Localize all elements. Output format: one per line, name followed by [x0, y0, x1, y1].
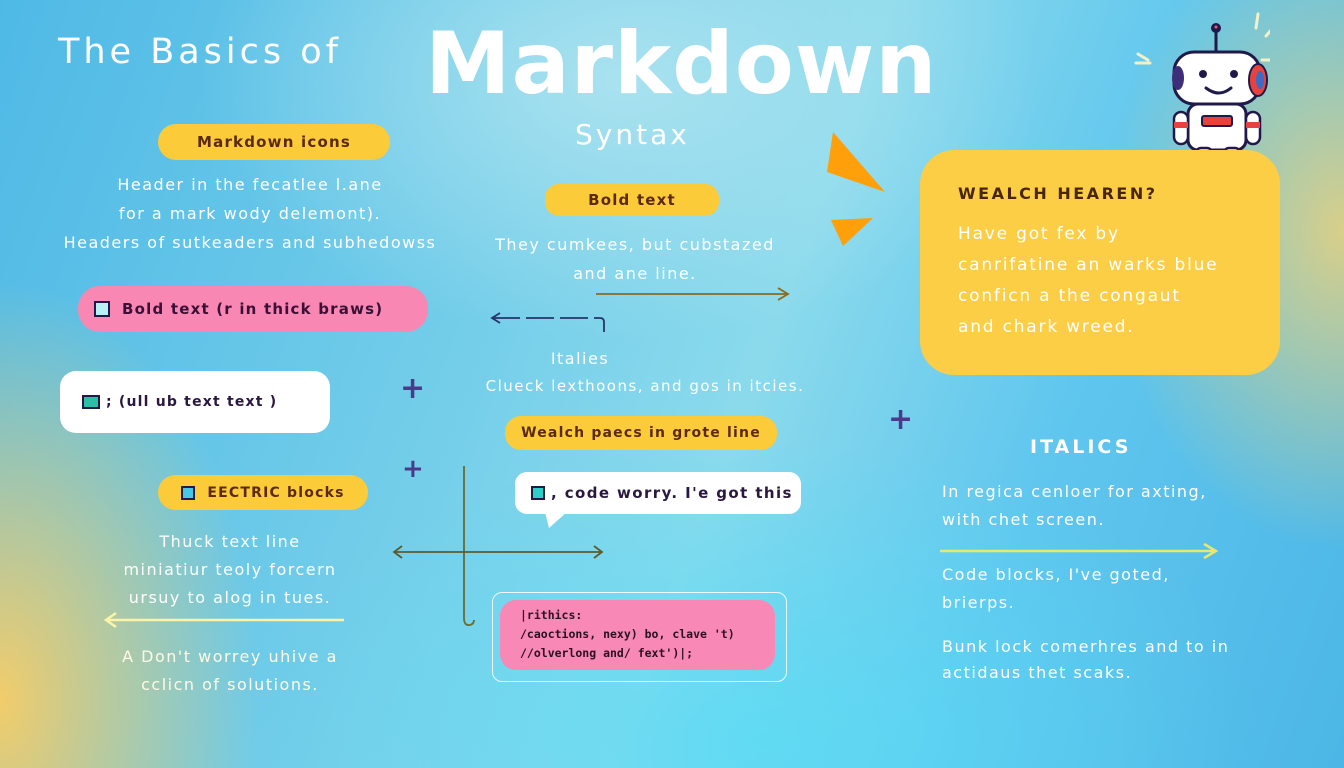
triangle-decoration-icon — [825, 128, 895, 252]
checkbox-icon — [94, 301, 110, 317]
title-prefix: The Basics of — [58, 32, 342, 72]
robot-mascot-icon — [1130, 8, 1286, 168]
bunk-lock-description: Bunk lock comerhres and to in actidaus t… — [942, 634, 1302, 686]
text-line: brierps. — [942, 593, 1016, 612]
code-worry-bubble[interactable]: , code worry. I'e got this — [515, 472, 801, 514]
code-line: /caoctions, nexy) bo, clave 't) — [520, 627, 735, 641]
code-block[interactable]: |rithics: /caoctions, nexy) bo, clave 't… — [500, 600, 775, 670]
code-block-outline — [492, 592, 787, 682]
card-line: and chark wreed. — [958, 317, 1135, 337]
arrow-right-icon — [594, 284, 794, 308]
markdown-icons-pill[interactable]: Markdown icons — [158, 124, 390, 160]
page-title: Markdown — [425, 14, 938, 114]
card-title: WEALCH HEAREN? — [958, 184, 1158, 203]
italics-label: Italies — [550, 349, 610, 368]
electric-blocks-pill[interactable]: EECTRIC blocks — [158, 475, 368, 510]
text-line: Thuck text line — [159, 532, 301, 551]
pill-label: Bold text — [588, 191, 676, 209]
pill-label: ; (ull ub text text ) — [106, 394, 278, 410]
axis-cross-icon — [388, 462, 608, 636]
text-line: Code blocks, I've goted, — [942, 565, 1170, 584]
thick-text-description: Thuck text line miniatiur teoly forcern … — [80, 528, 380, 612]
code-line: //olverlong and/ fext')|; — [520, 646, 694, 660]
pill-label: Wealch paecs in grote line — [521, 425, 761, 441]
pill-label: EECTRIC blocks — [207, 484, 345, 501]
text-line: They cumkees, but cubstazed — [495, 235, 775, 254]
card-line: conficn a the congaut — [958, 286, 1181, 306]
italics-heading: ITALICS — [1030, 436, 1132, 458]
arrow-return-icon — [488, 310, 608, 340]
text-line: and ane line. — [573, 264, 697, 283]
bold-description: They cumkees, but cubstazed and ane line… — [470, 230, 800, 288]
pill-label: Bold text (r in thick braws) — [122, 300, 384, 318]
text-line: with chet screen. — [942, 510, 1105, 529]
text-line: Headers of sutkeaders and subhedowss — [63, 233, 437, 252]
text-line: A Don't worrey uhive a — [122, 647, 338, 666]
bubble-label: , code worry. I'e got this — [551, 484, 793, 502]
arrow-left-icon — [100, 610, 350, 634]
plus-icon: + — [402, 454, 424, 484]
bold-text-pill[interactable]: Bold text (r in thick braws) — [78, 286, 428, 332]
text-line: Header in the fecatlee l.ane — [117, 175, 383, 194]
text-line: miniatiur teoly forcern — [123, 560, 337, 579]
pill-label: Markdown icons — [197, 133, 351, 151]
text-line: actidaus thet scaks. — [942, 663, 1133, 682]
text-line: ursuy to alog in tues. — [128, 588, 332, 607]
dont-worry-description: A Don't worrey uhive a cclicn of solutio… — [80, 643, 380, 699]
quote-line-pill[interactable]: Wealch paecs in grote line — [505, 416, 777, 450]
code-line: |rithics: — [520, 608, 583, 622]
checkbox-icon — [531, 486, 545, 500]
speech-bubble-tail — [545, 512, 567, 528]
card-line: canrifatine an warks blue — [958, 255, 1219, 275]
full-text-pill[interactable]: ; (ull ub text text ) — [60, 371, 330, 433]
page-subtitle: Syntax — [575, 118, 690, 151]
code-blocks-description: Code blocks, I've goted, brierps. — [942, 561, 1302, 617]
text-line: cclicn of solutions. — [141, 675, 319, 694]
plus-icon: + — [400, 371, 426, 406]
image-icon — [181, 485, 196, 500]
headers-description: Header in the fecatlee l.ane for a mark … — [30, 170, 470, 257]
bold-text-label-pill[interactable]: Bold text — [545, 184, 719, 216]
text-line: In regica cenloer for axting, — [942, 482, 1207, 501]
info-card: WEALCH HEAREN? Have got fex by canrifati… — [920, 150, 1280, 375]
arrow-right-icon — [938, 541, 1222, 565]
plus-icon: + — [888, 402, 914, 437]
italics-right-description: In regica cenloer for axting, with chet … — [942, 478, 1302, 534]
text-line: Bunk lock comerhres and to in — [942, 637, 1230, 656]
italics-description: Clueck lexthoons, and gos in itcies. — [485, 377, 805, 395]
card-line: Have got fex by — [958, 224, 1120, 244]
text-line: for a mark wody delemont). — [118, 204, 382, 223]
file-icon — [82, 395, 100, 409]
